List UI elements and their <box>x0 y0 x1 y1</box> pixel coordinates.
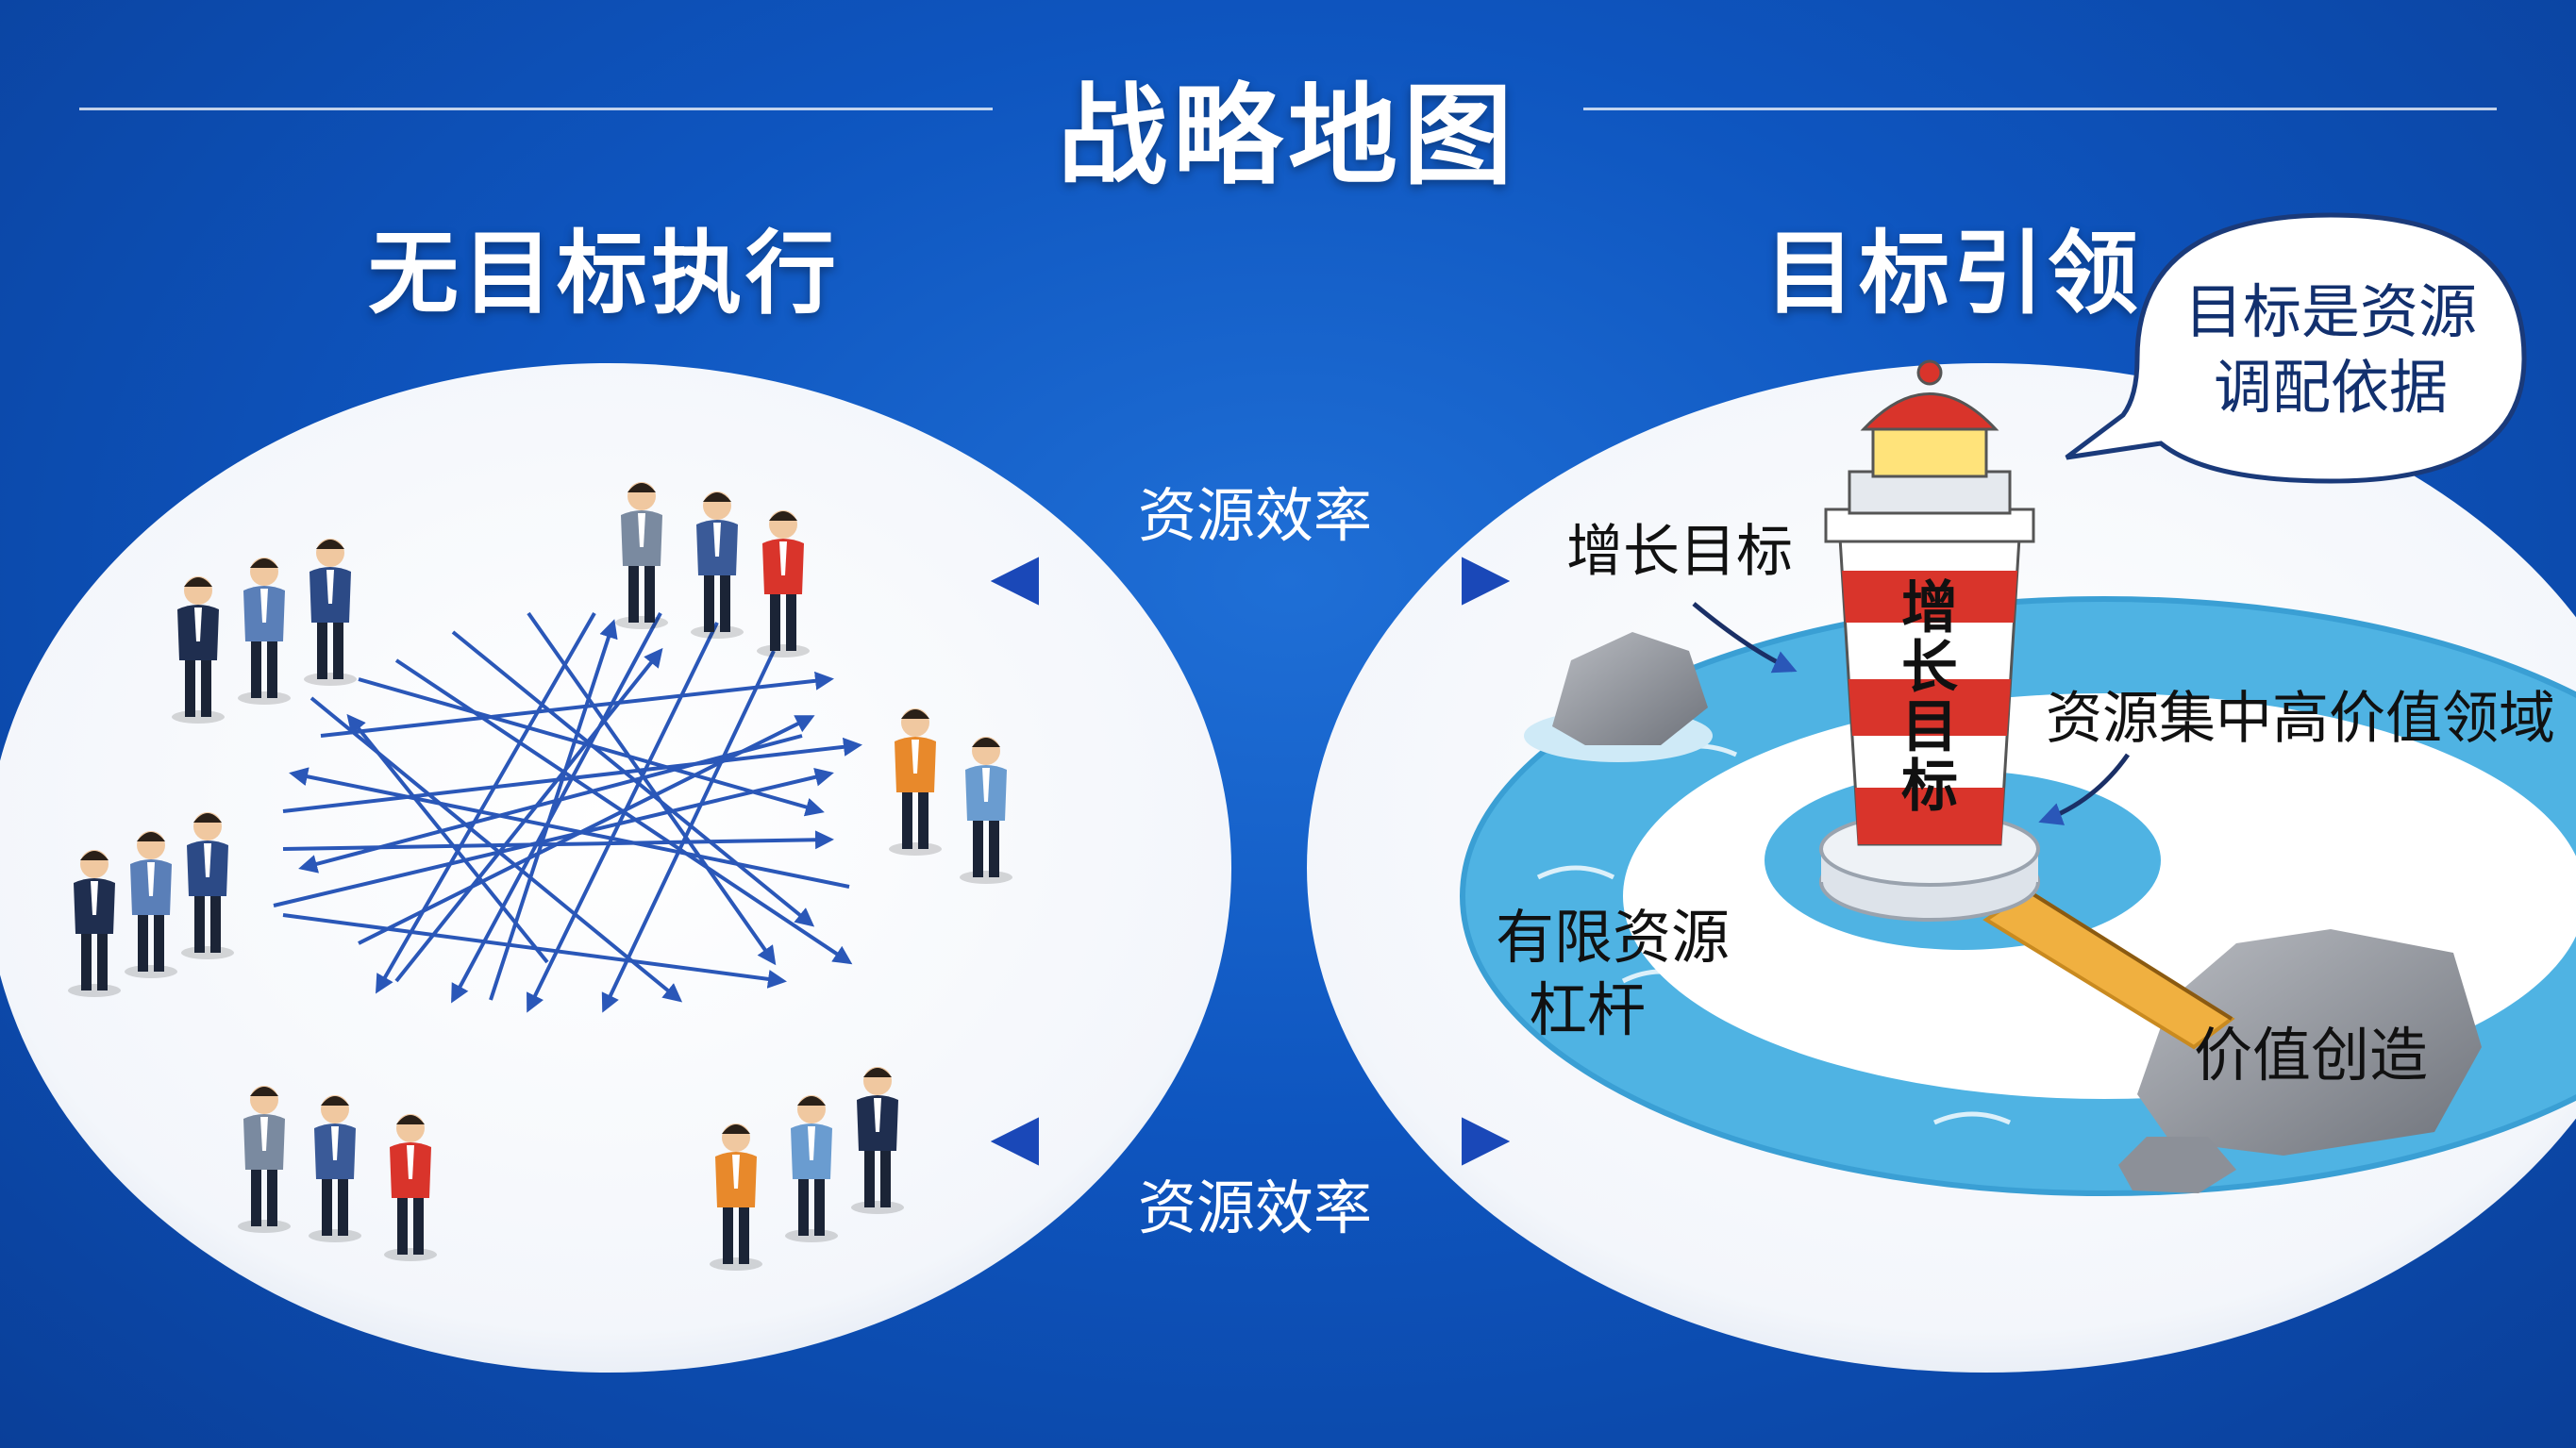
chaos-arrow <box>489 619 618 1001</box>
leverage-label: 杠杆 <box>1529 975 1646 1044</box>
growth-target-pointer <box>1692 602 1798 674</box>
chaos-arrow <box>527 622 719 1013</box>
speech-bubble <box>2065 212 2527 484</box>
focus-area-label: 资源集中高价值领域 <box>2046 686 2555 752</box>
lighthouse-char-3: 目 <box>1901 694 1958 760</box>
chaos-arrow <box>451 630 815 927</box>
person-figure <box>960 737 1012 884</box>
left-panel-title: 无目标执行 <box>368 221 840 326</box>
chaos-arrow <box>289 767 850 889</box>
person-figure <box>757 510 810 657</box>
chaos-arrow <box>601 650 776 1013</box>
chaos-arrow <box>346 713 549 964</box>
lighthouse <box>1819 359 2040 922</box>
focus-area-pointer <box>2038 753 2131 825</box>
chaos-arrow <box>273 767 834 907</box>
people-groups <box>68 482 1012 1271</box>
right-panel-title: 目标引领 <box>1765 221 2142 326</box>
chaotic-arrows <box>273 611 862 1013</box>
chaos-arrow <box>298 734 803 874</box>
chaos-arrow <box>320 671 834 738</box>
connector-bottom-label: 资源效率 <box>1138 1173 1372 1242</box>
person-figure <box>384 1114 437 1261</box>
chaos-arrow <box>376 612 596 994</box>
rock-large <box>2118 929 2482 1193</box>
left-disc <box>0 363 1231 1373</box>
page-title: 战略地图 <box>1058 73 1518 200</box>
lighthouse-char-2: 长 <box>1901 635 1958 701</box>
chaos-arrow <box>527 611 777 966</box>
speech-bubble-line-2: 调配依据 <box>2214 353 2448 422</box>
chaos-arrow <box>451 612 662 1004</box>
header-divider-left <box>79 108 993 110</box>
lighthouse-char-4: 标 <box>1901 754 1958 820</box>
person-figure <box>710 1123 762 1271</box>
person-figure <box>851 1067 904 1214</box>
chaos-arrow <box>358 715 815 945</box>
speech-bubble-line-1: 目标是资源 <box>2184 277 2477 346</box>
person-figure <box>889 708 942 856</box>
person-figure <box>785 1095 838 1242</box>
chaos-arrow <box>282 913 787 989</box>
connector-top-label: 资源效率 <box>1138 481 1372 550</box>
person-figure <box>125 831 177 978</box>
person-figure <box>181 812 234 959</box>
person-figure <box>172 576 225 724</box>
person-figure <box>691 491 744 639</box>
person-figure <box>304 539 357 686</box>
person-figure <box>68 850 121 997</box>
rock-small <box>1524 632 1713 762</box>
chaos-arrow <box>394 647 663 983</box>
person-figure <box>238 558 291 705</box>
value-creation-label: 价值创造 <box>2194 1021 2428 1090</box>
lighthouse-vertical-label: 增 长 目 标 <box>1901 575 1958 820</box>
person-figure <box>309 1095 361 1242</box>
person-figure <box>238 1086 291 1233</box>
person-figure <box>615 482 668 629</box>
growth-target-label: 增长目标 <box>1566 519 1793 585</box>
lighthouse-char-1: 增 <box>1901 575 1958 641</box>
header-divider-right <box>1583 108 2497 110</box>
limited-resources-label: 有限资源 <box>1496 903 1730 972</box>
